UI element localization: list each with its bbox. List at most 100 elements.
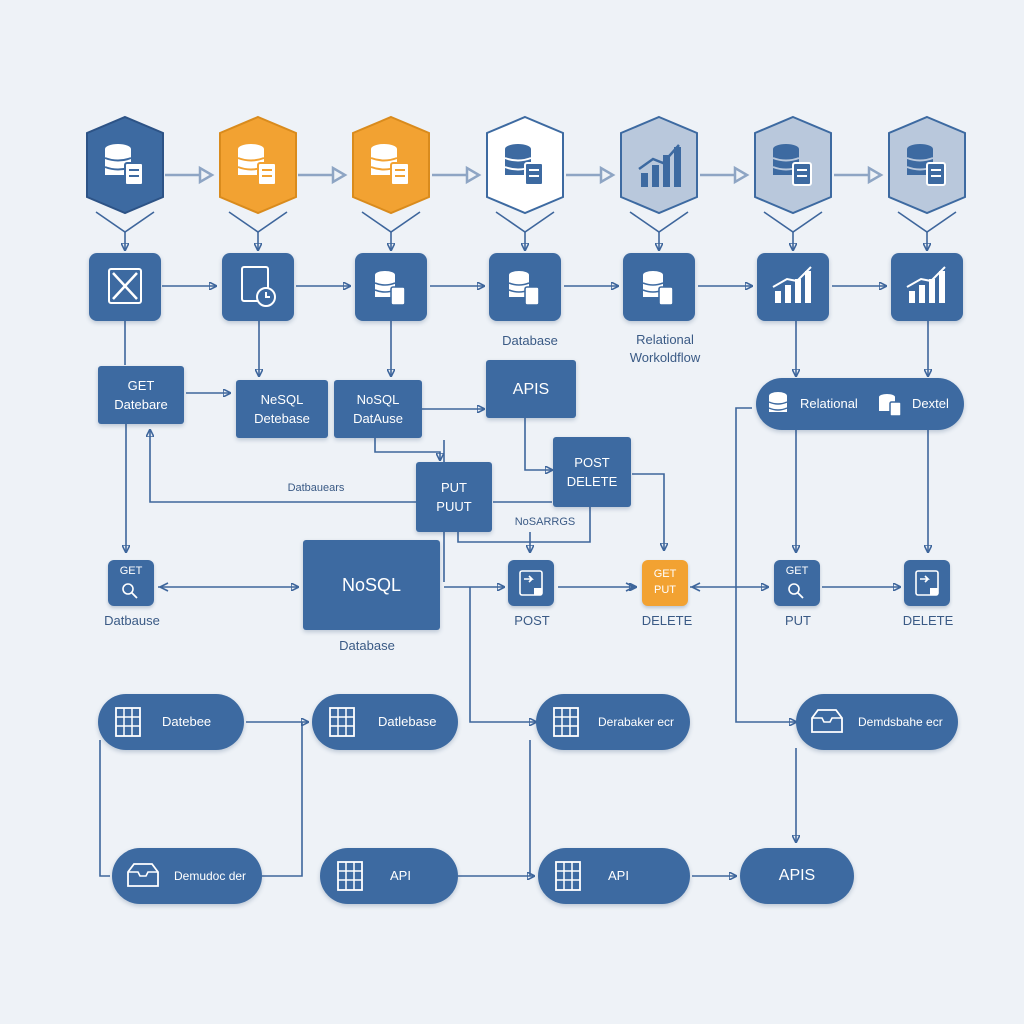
tile-close[interactable] [89, 253, 161, 321]
hex-database-4[interactable] [485, 115, 565, 215]
label-relational-line2: Workoldflow [629, 350, 701, 365]
label-post: POST [514, 613, 550, 628]
post-delete-line1: POST [574, 455, 610, 470]
nosql-database-box-2[interactable]: NoSQL DatAuse [334, 380, 422, 438]
database-document-icon [772, 144, 812, 186]
tile-database-5[interactable] [623, 253, 695, 321]
label-put: PUT [785, 613, 811, 628]
hex-database-7[interactable] [887, 115, 967, 215]
database-document-icon [504, 144, 544, 186]
hex-database-3[interactable] [351, 115, 431, 215]
database-document-icon [237, 144, 277, 186]
post-delete-line2: DELETE [566, 474, 618, 489]
label-database-2: Datbause [104, 613, 160, 628]
pill-api-2-label: API [608, 868, 629, 883]
bar-chart-icon [906, 266, 946, 303]
database-cube-icon [329, 707, 355, 737]
label-relational-workflow: Relational Workoldflow [605, 331, 725, 367]
database-document-icon [906, 144, 946, 186]
pill-api-1[interactable]: API [320, 848, 458, 904]
tile-database-4[interactable] [489, 253, 561, 321]
delete-node[interactable] [904, 560, 950, 606]
put-box[interactable]: PUT PUUT [416, 462, 492, 532]
database-document-icon [879, 394, 902, 417]
database-document-icon [642, 271, 674, 306]
pill-demdsbahe-label: Demdsbahe ecr [858, 715, 943, 729]
nosql-big-label: NoSQL [341, 574, 402, 595]
tile-database-3[interactable] [355, 253, 427, 321]
relational-dextel-pill[interactable]: Relational Dextel [756, 378, 964, 430]
pill-apis[interactable]: APIS [740, 848, 854, 904]
tile-document-clock[interactable] [222, 253, 294, 321]
pill-derabaker[interactable]: Derabaker ecr [536, 694, 690, 750]
get-search-node[interactable]: GET [108, 560, 154, 606]
database-cube-icon [115, 707, 141, 737]
get-search-label: GET [119, 565, 143, 577]
nosql-big-box[interactable]: NoSQL [303, 540, 440, 630]
get-database-line2: Datebare [114, 397, 168, 412]
pill-demdsbahe[interactable]: Demdsbahe ecr [796, 694, 958, 750]
orange-get-label: GET [653, 568, 677, 580]
get-put-orange-node[interactable]: GET PUT [642, 560, 688, 606]
x-close-icon [108, 268, 142, 304]
pill-datebee-label: Datebee [162, 714, 212, 729]
nosql-box-2-line1: NoSQL [356, 392, 400, 407]
nosql-database-box-1[interactable]: NeSQL Detebase [236, 380, 328, 438]
hex-database-6[interactable] [753, 115, 833, 215]
nosql-box-1-line2: Detebase [254, 411, 310, 426]
get-search-node-2[interactable]: GET [774, 560, 820, 606]
database-document-icon [508, 271, 540, 306]
pill-apis-label: APIS [778, 867, 816, 884]
pill-demudoc[interactable]: Demudoc der [112, 848, 262, 904]
pill-datlebase-label: Datlebase [378, 714, 437, 729]
document-clock-icon [241, 266, 276, 307]
document-arrow-icon [915, 570, 939, 596]
database-document-icon [374, 271, 406, 306]
label-database-3: Database [339, 638, 395, 653]
dextel-label: Dextel [912, 396, 949, 411]
database-cube-icon [337, 861, 363, 891]
database-document-icon [370, 144, 410, 186]
post-node[interactable] [508, 560, 554, 606]
bar-chart-icon [772, 266, 812, 303]
put-box-line1: PUT [441, 480, 467, 495]
apis-box[interactable]: APIS [486, 360, 576, 418]
relational-label: Relational [800, 396, 858, 411]
hex-chart-5[interactable] [619, 115, 699, 215]
search-icon [788, 583, 804, 599]
orange-put-label: PUT [654, 584, 676, 596]
put-box-line2: PUUT [436, 499, 472, 514]
pill-demudoc-label: Demudoc der [174, 869, 247, 883]
bar-chart-icon [638, 144, 681, 187]
database-icon [768, 392, 788, 412]
label-delete-2: DELETE [902, 613, 954, 628]
get-database-line1: GET [127, 378, 155, 393]
document-arrow-icon [519, 570, 543, 596]
pill-datebee[interactable]: Datebee [98, 694, 244, 750]
database-document-icon [104, 144, 144, 186]
inbox-tray-icon [127, 863, 159, 887]
search-icon [122, 583, 138, 599]
apis-box-label: APIS [512, 380, 550, 398]
label-relational-line1: Relational [636, 332, 694, 347]
hex-database-2[interactable] [218, 115, 298, 215]
get-search-label-2: GET [785, 565, 809, 577]
pill-datlebase[interactable]: Datlebase [312, 694, 458, 750]
label-database: Database [502, 333, 558, 348]
post-delete-box[interactable]: POST DELETE [553, 437, 631, 507]
tile-chart-7[interactable] [891, 253, 963, 321]
pill-api-1-label: API [390, 868, 411, 883]
label-delete-1: DELETE [641, 613, 693, 628]
pill-api-2[interactable]: API [538, 848, 690, 904]
hex-database-1[interactable] [85, 115, 165, 215]
get-database-box[interactable]: GET Datebare [98, 366, 184, 424]
pill-derabaker-label: Derabaker ecr [598, 715, 675, 729]
label-nosarrgs: NoSARRGS [514, 516, 576, 528]
label-databases: Datbauears [287, 482, 345, 494]
inbox-tray-icon [811, 709, 843, 733]
tile-chart-6[interactable] [757, 253, 829, 321]
nosql-box-2-line2: DatAuse [353, 411, 403, 426]
database-cube-icon [555, 861, 581, 891]
database-cube-icon [553, 707, 579, 737]
